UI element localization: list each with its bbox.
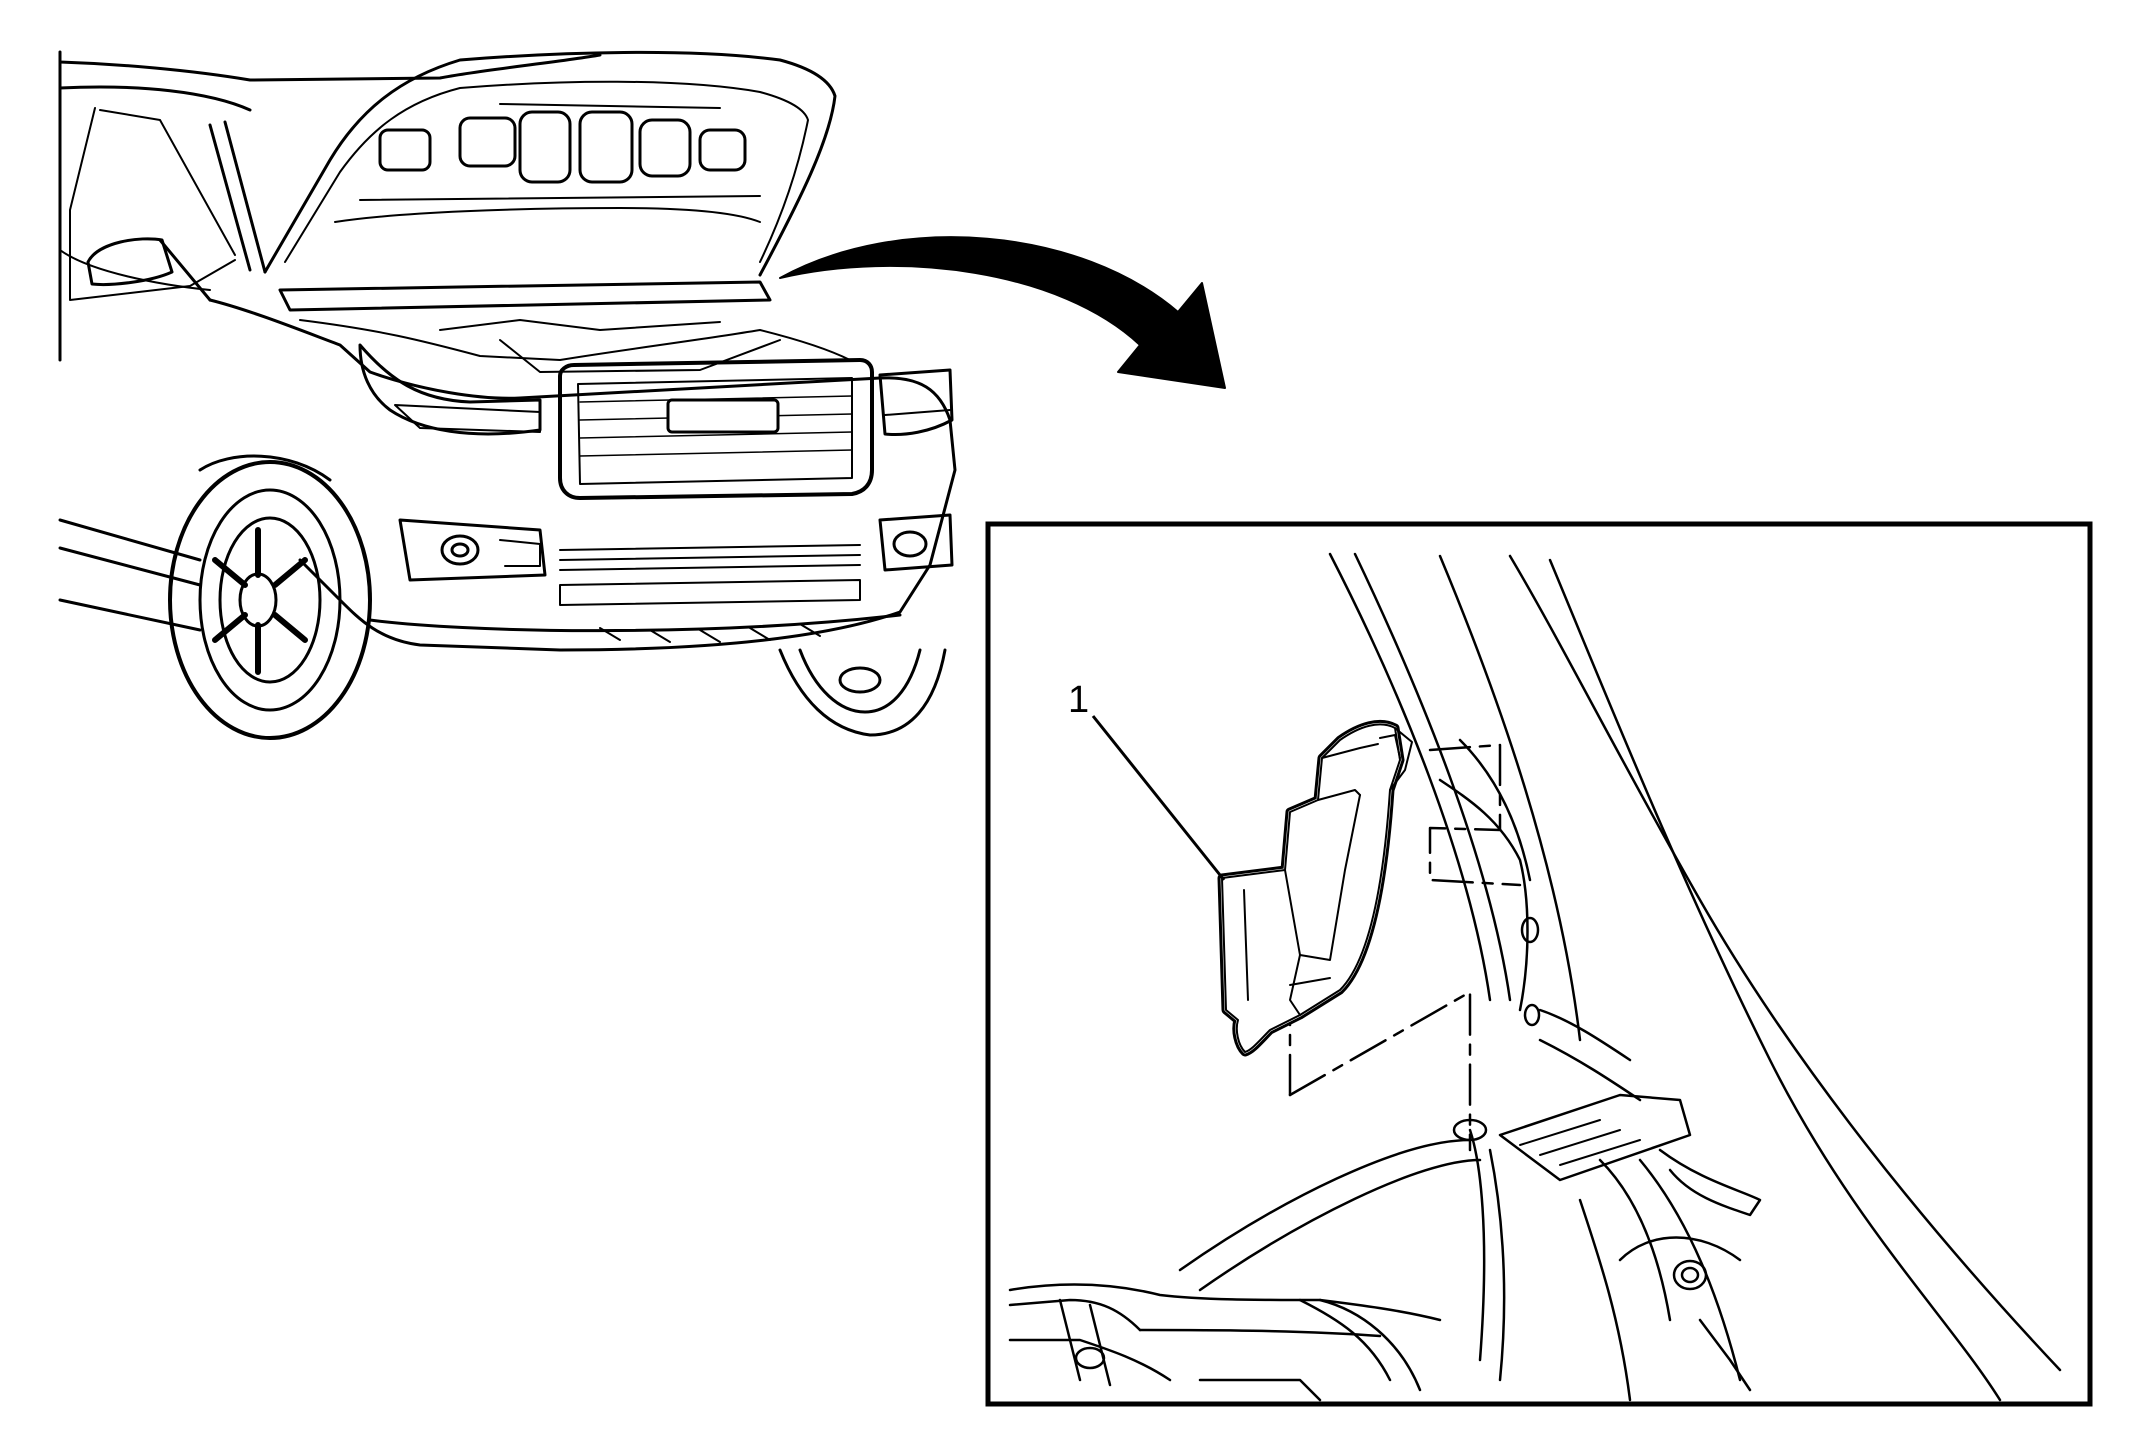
callout-1-number: 1 — [1068, 679, 1089, 721]
vehicle-overview-drawing — [58, 50, 957, 740]
part-1-cover — [1217, 720, 1413, 1057]
callout-1: 1 — [1068, 679, 1226, 881]
detail-inset: 1 — [985, 521, 2093, 1407]
inset-background-structure — [1008, 552, 2062, 1402]
callout-1-leader-line — [1091, 715, 1226, 881]
zoom-arrow — [779, 236, 1226, 389]
detail-frame — [985, 521, 2093, 1407]
